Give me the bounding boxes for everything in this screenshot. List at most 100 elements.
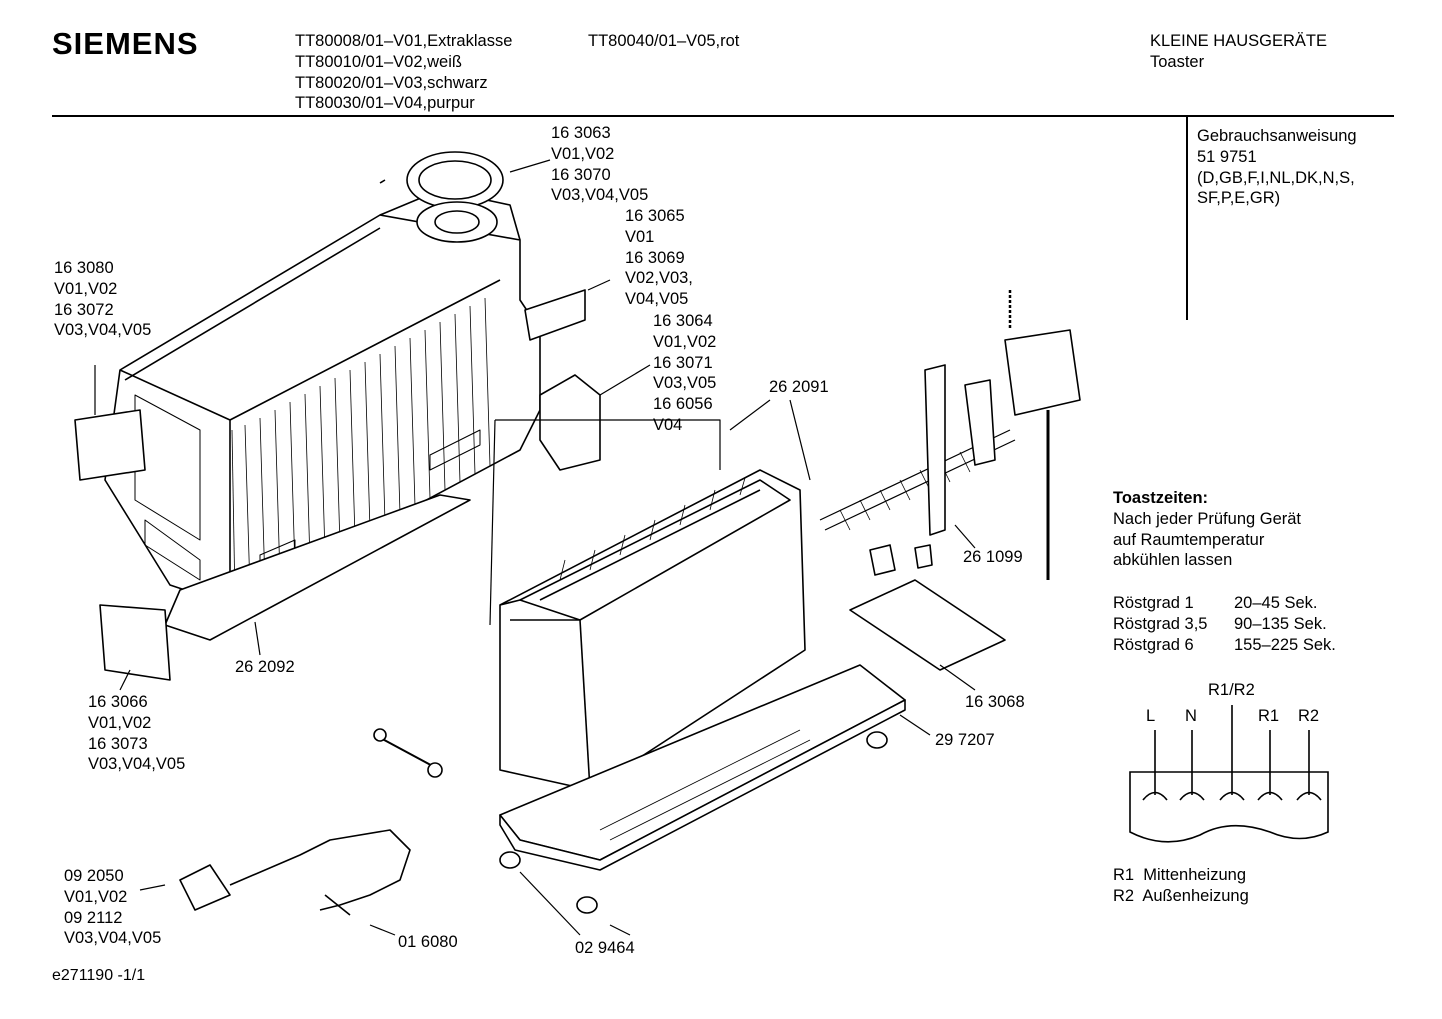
part-variant: V03,V04,V05: [54, 321, 152, 340]
part-number: 16 3064: [653, 312, 713, 330]
toast-note-line: auf Raumtemperatur: [1113, 530, 1265, 549]
manual-line: (D,GB,F,I,NL,DK,N,S,: [1197, 168, 1355, 187]
toast-note-line: Nach jeder Prüfung Gerät: [1113, 509, 1302, 528]
part-number: 16 3080: [54, 259, 114, 277]
toast-row: Röstgrad 6 155–225 Sek.: [1113, 635, 1336, 656]
manual-line: 51 9751: [1197, 147, 1257, 166]
toast-time: 20–45 Sek.: [1234, 594, 1318, 612]
part-number: 16 3070: [551, 165, 611, 184]
model-list-2: TT80040/01–V05,rot: [588, 31, 739, 52]
foot-part: [576, 896, 598, 914]
toast-row: Röstgrad 3,5 90–135 Sek.: [1113, 614, 1336, 635]
toast-note-line: abkühlen lassen: [1113, 551, 1233, 570]
model-list-1: TT80008/01–V01,Extraklasse TT80010/01–V0…: [295, 31, 512, 114]
part-number: 01 6080: [398, 933, 458, 951]
model-line: TT80020/01–V03,schwarz: [295, 73, 488, 92]
part-number: 16 3069: [625, 248, 685, 267]
part-number: 09 2112: [64, 908, 123, 927]
circuit-pin-label: L: [1146, 707, 1156, 725]
dial-part: [379, 151, 504, 243]
part-label: 02 9464: [575, 938, 635, 959]
circuit-pin-label: R1: [1258, 707, 1280, 725]
foot-part: [499, 851, 521, 869]
toast-table: Röstgrad 1 20–45 Sek. Röstgrad 3,5 90–13…: [1113, 593, 1336, 655]
part-variant: V03,V05: [653, 374, 717, 393]
foot-part: [866, 731, 888, 749]
part-variant: V01: [625, 227, 655, 246]
part-number: 29 7207: [935, 731, 995, 749]
category-line: KLEINE HAUSGERÄTE: [1150, 32, 1327, 50]
part-number: 16 3068: [965, 693, 1025, 711]
part-number: 26 2091: [769, 378, 829, 396]
part-variant: V01,V02: [551, 144, 615, 163]
part-label: 26 2092: [235, 657, 295, 678]
part-label: 16 3080 V01,V02 16 3072 V03,V04,V05: [54, 258, 151, 341]
part-number: 16 3065: [625, 207, 685, 225]
part-number: 16 6056: [653, 395, 713, 414]
document-id: e271190 -1/1: [52, 967, 146, 984]
crumb-tray-part: [99, 604, 171, 681]
part-variant: V01,V02: [64, 887, 128, 906]
model-line: TT80010/01–V02,weiß: [295, 52, 462, 71]
part-label: 29 7207: [935, 730, 995, 751]
heating-wire-part: [374, 734, 441, 771]
legend-line: R1 Mittenheizung: [1113, 866, 1246, 884]
part-label: 16 3065 V01 16 3069 V02,V03, V04,V05: [625, 206, 693, 310]
category-line: Toaster: [1150, 52, 1205, 71]
circuit-pin-label: N: [1185, 707, 1197, 725]
part-variant: V04,V05: [625, 290, 689, 309]
small-part: [914, 544, 933, 569]
part-variant: V04: [653, 415, 683, 434]
brand-logo: SIEMENS: [52, 26, 199, 61]
category: KLEINE HAUSGERÄTE Toaster: [1150, 31, 1327, 73]
model-line: TT80040/01–V05,rot: [588, 32, 740, 50]
part-variant: V02,V03,: [625, 269, 693, 288]
part-label: 09 2050 V01,V02 09 2112 V03,V04,V05: [64, 866, 161, 949]
part-variant: V03,V04,V05: [551, 186, 649, 205]
part-number: 16 3063: [551, 124, 611, 142]
manual-info: Gebrauchsanweisung 51 9751 (D,GB,F,I,NL,…: [1197, 126, 1357, 209]
part-variant: V03,V04,V05: [64, 929, 162, 948]
manual-divider: [1186, 117, 1188, 320]
circuit-legend: R1 Mittenheizung R2 Außenheizung: [1113, 865, 1249, 907]
bracket-part: [964, 379, 996, 466]
part-label: 16 3063 V01,V02 16 3070 V03,V04,V05: [551, 123, 648, 206]
pcb-part: [849, 579, 1006, 671]
power-cord-part: [179, 829, 411, 916]
small-part: [869, 544, 896, 576]
manual-line: SF,P,E,GR): [1197, 189, 1281, 208]
manual-line: Gebrauchsanweisung: [1197, 127, 1357, 145]
button-left-part: [74, 409, 146, 481]
header-divider: [52, 115, 1394, 117]
model-line: TT80008/01–V01,Extraklasse: [295, 32, 513, 50]
circuit-top-label: R1/R2: [1208, 681, 1255, 699]
magnet-part: [1004, 329, 1081, 416]
circuit-pin-label: R2: [1298, 707, 1320, 725]
part-variant: V03,V04,V05: [88, 755, 186, 774]
legend-line: R2 Außenheizung: [1113, 886, 1249, 905]
base-plate-part: [164, 494, 471, 641]
toast-grade: Röstgrad 6: [1113, 635, 1194, 654]
toast-grade: Röstgrad 1: [1113, 594, 1194, 612]
toast-time: 90–135 Sek.: [1234, 614, 1327, 633]
part-number: 16 3072: [54, 300, 114, 319]
part-number: 02 9464: [575, 939, 635, 957]
part-number: 26 2092: [235, 658, 295, 676]
part-label: 01 6080: [398, 932, 458, 953]
part-label: 26 1099: [963, 547, 1023, 568]
bottom-base-part: [499, 664, 906, 871]
part-number: 26 1099: [963, 548, 1023, 566]
part-number: 09 2050: [64, 867, 124, 885]
leader-lines: [94, 159, 976, 936]
model-line: TT80030/01–V04,purpur: [295, 94, 475, 113]
part-label: 16 3066 V01,V02 16 3073 V03,V04,V05: [88, 692, 185, 775]
part-label: 26 2091: [769, 377, 829, 398]
toast-grade: Röstgrad 3,5: [1113, 614, 1208, 633]
lever-cover-part: [539, 374, 601, 471]
part-variant: V01,V02: [653, 332, 717, 351]
part-number: 16 3071: [653, 353, 713, 372]
part-variant: V01,V02: [54, 279, 118, 298]
circuit-diagram: [1129, 705, 1329, 843]
part-label: 16 3068: [965, 692, 1025, 713]
